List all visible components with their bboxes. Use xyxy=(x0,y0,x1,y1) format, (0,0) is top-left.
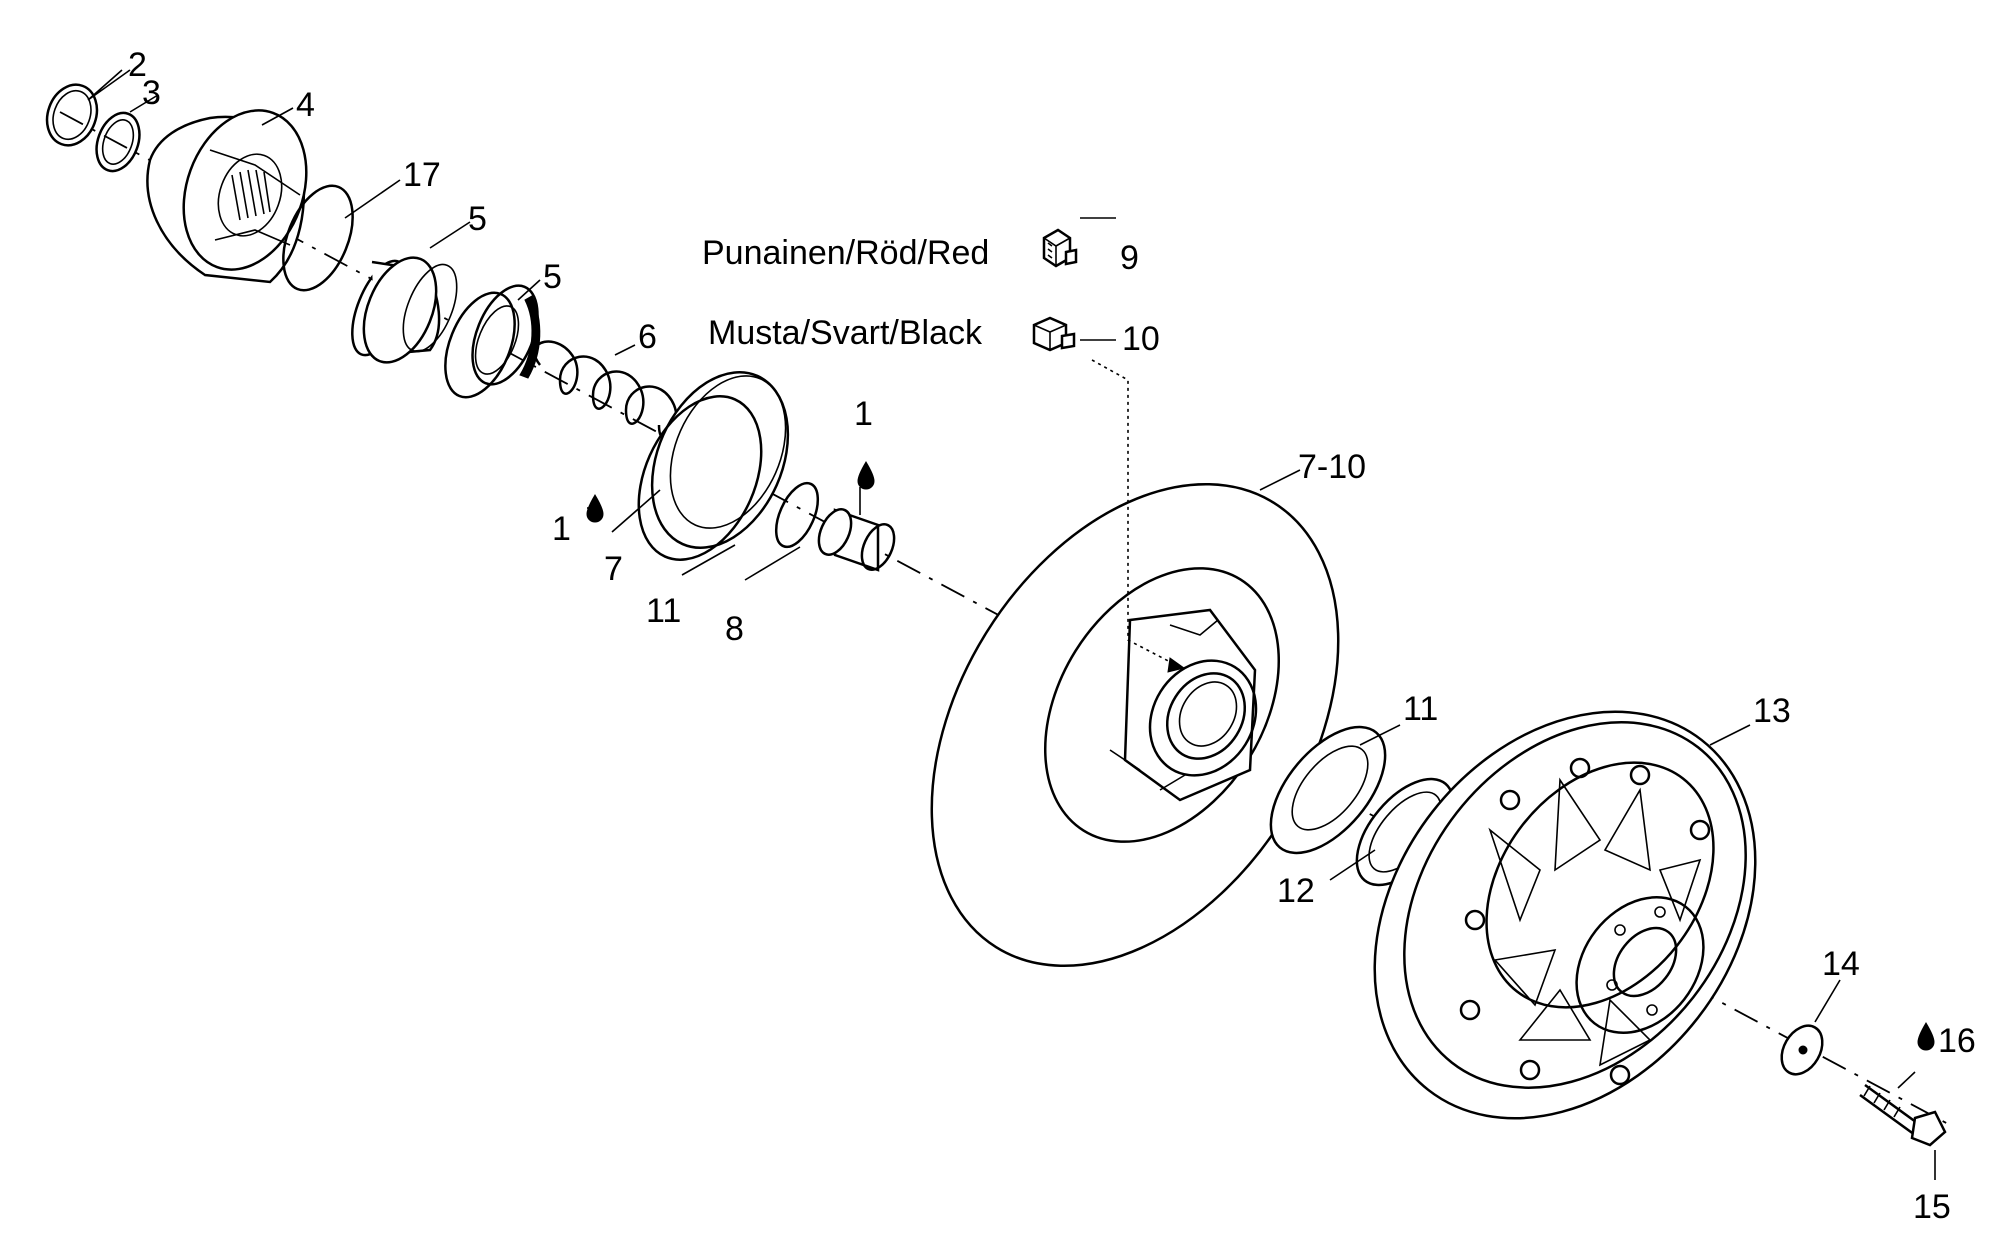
callout-17: 17 xyxy=(403,156,441,194)
callout-11-left: 11 xyxy=(646,592,681,630)
cam-part-4 xyxy=(146,109,308,284)
shim-part-17 xyxy=(282,184,354,292)
black-cap-icon xyxy=(1032,316,1076,352)
bushing-part-5-left xyxy=(351,256,458,364)
bushing-part-8 xyxy=(817,508,896,572)
callout-1-top: 1 xyxy=(854,395,873,433)
grease-drop-icon xyxy=(1917,1022,1935,1051)
note-red: Punainen/Röd/Red xyxy=(702,234,989,272)
callout-4: 4 xyxy=(296,86,315,124)
note-black: Musta/Svart/Black xyxy=(708,314,983,352)
circlip-part-2 xyxy=(45,83,99,147)
leader-lines xyxy=(87,69,1936,1180)
callout-7-10: 7-10 xyxy=(1298,448,1366,486)
callout-8: 8 xyxy=(725,610,744,648)
bolt-part-15 xyxy=(1859,1083,1947,1147)
callout-12: 12 xyxy=(1277,872,1315,910)
bushing-part-5-right xyxy=(444,284,541,399)
snap-ring-part-11-left xyxy=(774,481,820,549)
shim-part-11-right xyxy=(1269,725,1387,855)
callout-1-left: 1 xyxy=(552,510,571,548)
callout-2: 2 xyxy=(128,46,147,84)
callout-6: 6 xyxy=(638,318,657,356)
callout-16: 16 xyxy=(1938,1022,1976,1060)
movable-sheave-part-7-10 xyxy=(930,482,1340,968)
washer-part-3 xyxy=(95,111,141,173)
callout-13: 13 xyxy=(1753,692,1791,730)
callout-11-right: 11 xyxy=(1403,690,1438,728)
callout-7: 7 xyxy=(604,550,623,588)
callout-15: 15 xyxy=(1913,1188,1951,1226)
grease-drop-icon xyxy=(857,461,875,490)
sleeve-ring-part-7 xyxy=(637,371,790,561)
grease-drop-icon xyxy=(586,494,604,523)
callout-3: 3 xyxy=(142,74,161,112)
cap-washer-part-14 xyxy=(1780,1024,1824,1076)
fixed-sheave-part-13 xyxy=(1373,710,1757,1120)
red-cap-icon xyxy=(1042,228,1078,268)
callout-9: 9 xyxy=(1120,239,1139,277)
callout-5-top: 5 xyxy=(468,200,487,238)
callout-10: 10 xyxy=(1122,320,1160,358)
callout-5-lower: 5 xyxy=(543,258,562,296)
spring-part-6 xyxy=(533,340,678,440)
callout-14: 14 xyxy=(1822,945,1860,983)
